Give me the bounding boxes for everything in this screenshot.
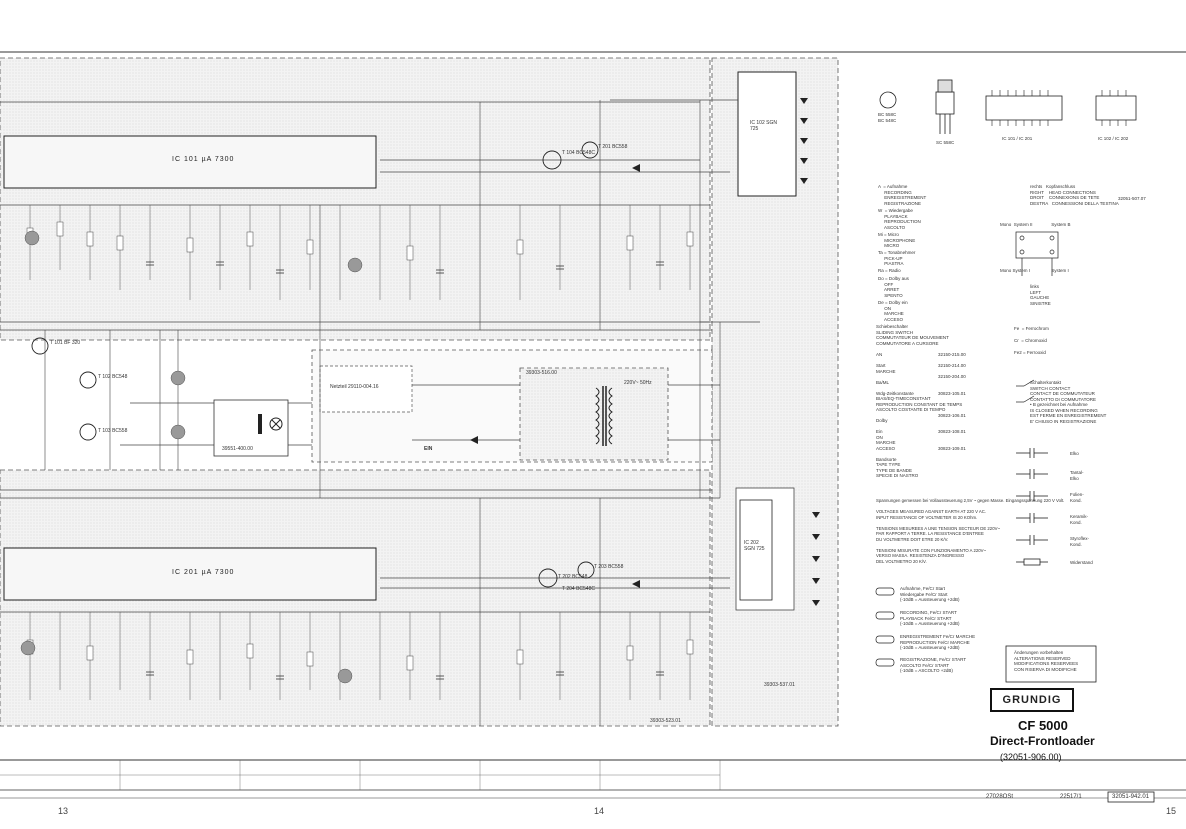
legend-mono: Mono System II System B	[1000, 222, 1071, 227]
power-box-label: Netzteil 29110-004.16	[330, 384, 379, 390]
legend-mode1: Aufnahme, Fe/Cr Start Wiedergabe Fe/Cr S…	[900, 586, 960, 602]
transformer-note: 220V~ 50Hz	[624, 380, 652, 386]
legend-elko: Elko	[1070, 451, 1079, 456]
page-number-13: 13	[58, 806, 69, 816]
ic201-label: IC 201 µA 7300	[172, 569, 235, 576]
brand-logo: GRUNDIG	[990, 688, 1074, 712]
legend-switch: Schalterkontakt SWITCH CONTACT CONTACT D…	[1030, 380, 1107, 424]
legend-tantal: Tantal- Elko	[1070, 470, 1084, 481]
legend-do: Do = Dolby aus OFF ARRET SPENTO	[878, 276, 909, 298]
legend-kopf-code: 32051-507.07	[1118, 196, 1146, 201]
footer-code-3: 32051-942.01	[1112, 794, 1150, 800]
t203-label: T 203 BC558	[594, 564, 624, 570]
pinout-ic102: IC 102 / IC 202	[1098, 136, 1129, 141]
relay-label: 39551-400.00	[222, 446, 253, 452]
legend-codes: 32150-215.00 32150-214.00 32150-204.00 3…	[938, 352, 966, 451]
pinout-bc558: BC 558C BC 548C	[878, 112, 897, 123]
t101-label: T 101 BF 320	[50, 340, 81, 346]
pinout-ic101: IC 101 / IC 201	[1002, 136, 1033, 141]
legend-de: De = Dolby ein ON MARCHE ACCESO	[878, 300, 908, 322]
legend-fe: Fe = Ferrochrom	[1014, 326, 1049, 331]
legend-fe2: Fe2 = Ferrooxid	[1014, 350, 1046, 355]
t204-label: T 204 BC548C	[562, 586, 595, 592]
ic101-label: IC 101 µA 7300	[172, 156, 235, 163]
legend-voltages: Spannungen gemessen bei Vollaussteuerung…	[876, 498, 1065, 564]
legend-a: A = Aufnahme RECORDING ENREGISTREMENT RE…	[878, 184, 927, 206]
legend-ta: Ta = Tonabnehmer PICK-UP PIASTRA	[878, 250, 916, 266]
t103-label: T 103 BC558	[98, 428, 128, 434]
legend-reserved: Änderungen vorbehalten ALTERATIONS RESER…	[1014, 650, 1079, 672]
footer-code-2: 22517/1	[1060, 794, 1082, 800]
legend-mode4: REGISTRAZIONE, Fe/Cr START ASCOLTO Fe/Cr…	[900, 657, 967, 673]
model-code: (32051-906.00)	[1000, 752, 1062, 762]
legend-mi: Mi = Micro MICROPHONE MICRO	[878, 232, 916, 248]
footer-code-1: 27028OSt	[986, 794, 1014, 800]
t201-label: T 201 BC558	[598, 144, 628, 150]
board-code-1: 39303-537.01	[764, 682, 795, 688]
legend-styroflex: Styroflex- Kond.	[1070, 536, 1090, 547]
ein-label: EIN	[424, 446, 433, 452]
legend-bands: AN Start MARCHE Ba/ML Wdg-Zeitkonstante …	[876, 352, 963, 478]
legend-folien: Folien- Kond.	[1070, 492, 1084, 503]
legend-keramik: Keramik- Kond.	[1070, 514, 1089, 525]
page-number-14: 14	[594, 806, 605, 816]
model-subtitle: Direct-Frontloader	[990, 734, 1095, 748]
legend-w: W = Wiedergabe PLAYBACK REPRODUCTION ASC…	[878, 208, 921, 230]
ic102-label: IC 102 SGN 725	[750, 120, 777, 132]
legend-mono2: Mono System I System I	[1000, 268, 1069, 273]
t102-label: T 102 BC548	[98, 374, 128, 380]
board-code-2: 39303-523.01	[650, 718, 681, 724]
page-number-15: 15	[1166, 806, 1177, 816]
ic202-label: IC 202 SGN 725	[744, 540, 765, 552]
aux-board-code: 39303-516.00	[526, 370, 557, 376]
pinout-sc558: SC 558C	[936, 140, 955, 145]
legend-ra: Ra = Radio	[878, 268, 901, 273]
legend-kopf: rechts Kopfanschluss RIGHT HEAD CONNECTI…	[1030, 184, 1119, 206]
legend-mode3: ENREGISTREMENT Fe/Cr MARCHE REPRODUCTION…	[900, 634, 976, 650]
model-name: CF 5000	[1018, 718, 1068, 733]
legend-links: links LEFT GAUCHE SINISTRE	[1030, 284, 1051, 306]
legend-schieb: Schiebeschalter SLIDING SWITCH COMMUTATE…	[876, 324, 949, 346]
t202-label: T 202 BC548	[558, 574, 588, 580]
legend-mode2: RECORDING, Fe/Cr START PLAYBACK Fe/Cr ST…	[900, 610, 960, 626]
legend-cr: Cr = Chromoxid	[1014, 338, 1047, 343]
t104-label: T 104 BC548C	[562, 150, 595, 156]
legend-widerstand: Widerstand	[1070, 560, 1093, 565]
